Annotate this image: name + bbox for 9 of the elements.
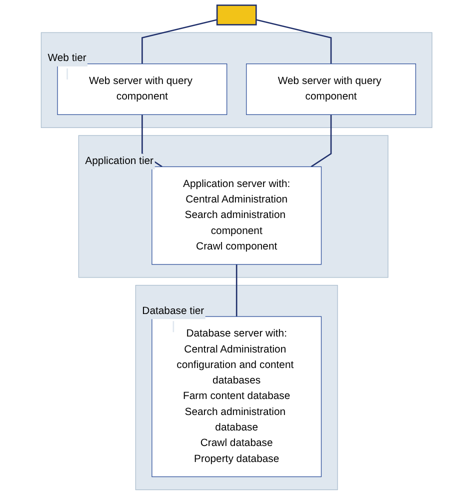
node-box: Web server with query component [246, 64, 416, 115]
connector [256, 19, 332, 64]
node-box: Application server with: Central Administration Search administration component Crawl component [152, 166, 322, 265]
connector [236, 264, 238, 317]
node-box [216, 4, 258, 26]
node-box: Database server with: Central Administration configuration and content databases Farm content database Search administration database Crawl database Property database [152, 316, 322, 478]
connector [142, 19, 218, 64]
connector [311, 114, 332, 168]
node-box: Web server with query component [58, 64, 228, 115]
